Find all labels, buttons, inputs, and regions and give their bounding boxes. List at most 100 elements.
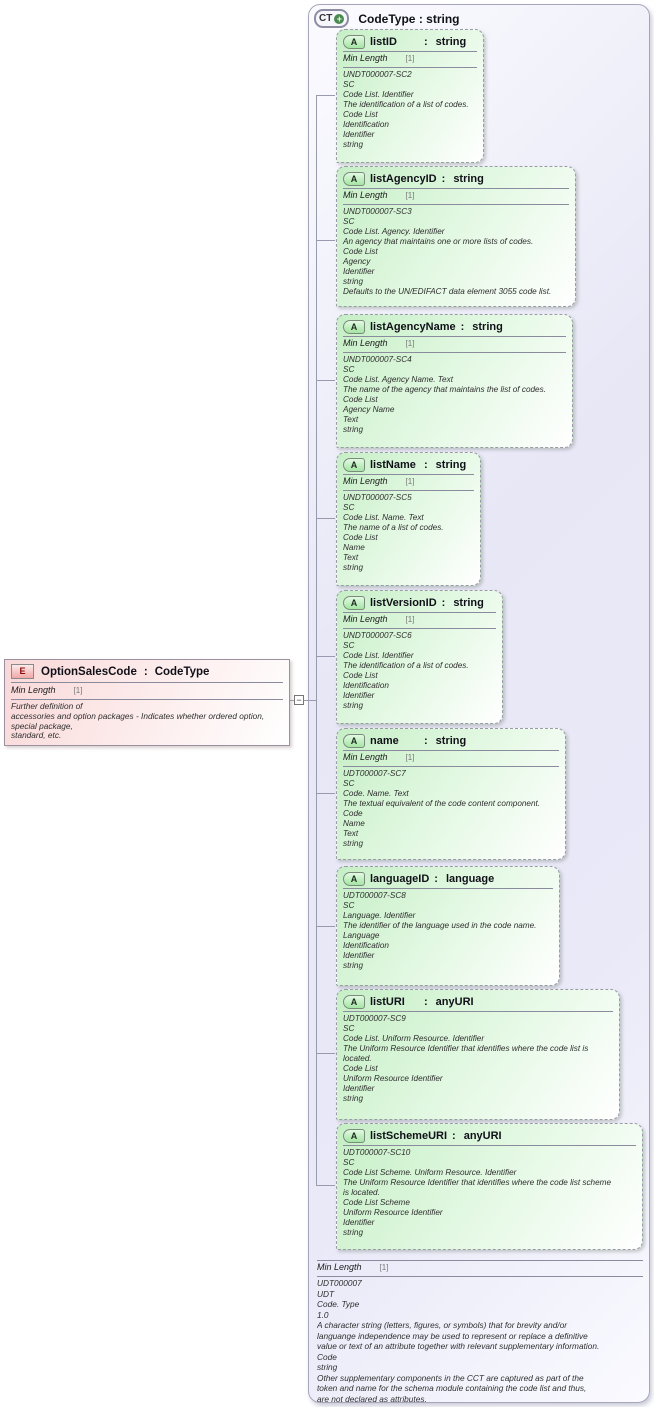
divider bbox=[343, 474, 474, 475]
annotation-line: Code List bbox=[343, 671, 378, 680]
annotation-line: string bbox=[343, 701, 364, 710]
annotation-line: SC bbox=[343, 641, 355, 650]
annotation-line: A character string (letters, figures, or… bbox=[317, 1320, 568, 1330]
attribute-badge: A bbox=[343, 871, 365, 886]
divider bbox=[343, 1011, 613, 1012]
facet-value: [1] bbox=[405, 477, 415, 486]
attribute-box-name[interactable]: A name : string Min Length [1] UDT000007… bbox=[336, 728, 566, 860]
annotation-line: Language. Identifier bbox=[343, 911, 416, 920]
collapse-toggle[interactable]: − bbox=[294, 695, 304, 705]
attribute-name: listAgencyID bbox=[370, 172, 437, 185]
facet-row: Min Length [1] bbox=[343, 614, 496, 626]
tree-connector-line bbox=[316, 656, 335, 657]
complextype-node-codetype[interactable]: CT + CodeType : string A listID : string… bbox=[308, 4, 650, 1404]
attribute-header: A listSchemeURI : anyURI bbox=[343, 1128, 636, 1143]
annotation-line: Further definition of bbox=[11, 701, 83, 711]
annotation-line: Identifier bbox=[343, 1084, 375, 1093]
annotation-line: Code. Type bbox=[317, 1299, 360, 1309]
annotation-line: SC bbox=[343, 80, 355, 89]
annotation-line: The identifier of the language used in t… bbox=[343, 921, 537, 930]
annotation-line: The identification of a list of codes. bbox=[343, 100, 469, 109]
attribute-box-listAgencyName[interactable]: A listAgencyName : string Min Length [1]… bbox=[336, 314, 573, 448]
annotation-line: Uniform Resource Identifier bbox=[343, 1208, 443, 1217]
attribute-name: listID bbox=[370, 35, 397, 48]
annotation-line: SC bbox=[343, 779, 355, 788]
attribute-type: string bbox=[435, 35, 467, 48]
annotation-line: special package, bbox=[11, 720, 73, 731]
annotation-line: Identifier bbox=[343, 130, 375, 139]
attribute-name: listSchemeURI bbox=[370, 1129, 448, 1142]
annotation-line: SC bbox=[343, 901, 355, 910]
type-separator: : bbox=[441, 172, 446, 185]
attribute-badge: A bbox=[343, 595, 365, 610]
attribute-type: string bbox=[453, 596, 484, 609]
attribute-badge: A bbox=[343, 171, 365, 186]
annotation-line: Identifier bbox=[343, 691, 375, 700]
annotation-line: string bbox=[343, 425, 364, 434]
attribute-box-listVersionID[interactable]: A listVersionID : string Min Length [1] … bbox=[336, 590, 503, 724]
annotation-line: Code List bbox=[343, 1064, 378, 1073]
annotation-line: Identifier bbox=[343, 951, 375, 960]
attribute-name: name bbox=[370, 734, 399, 747]
tree-connector-line bbox=[316, 518, 335, 519]
facet-row: Min Length [1] bbox=[343, 476, 474, 488]
annotation-line: languange independence may be used to re… bbox=[317, 1330, 588, 1341]
attribute-badge: A bbox=[343, 733, 365, 748]
facet-value: [1] bbox=[405, 339, 415, 348]
attribute-header: A name : string bbox=[343, 733, 559, 748]
annotation-line: string bbox=[343, 1094, 364, 1103]
annotation-line: string bbox=[317, 1362, 338, 1372]
annotation-line: Code bbox=[317, 1351, 337, 1362]
attribute-box-listName[interactable]: A listName : string Min Length [1] UNDT0… bbox=[336, 452, 481, 586]
type-separator: : bbox=[424, 458, 428, 471]
annotation-line: SC bbox=[343, 365, 355, 374]
tree-connector-line bbox=[316, 240, 335, 241]
annotation-line: SC bbox=[343, 1158, 355, 1167]
annotation-line: SC bbox=[343, 503, 355, 512]
facet-row: Min Length [1] bbox=[317, 1262, 643, 1274]
tree-connector-line bbox=[316, 380, 335, 381]
annotation-line: UNDT000007-SC3 bbox=[343, 207, 412, 216]
annotation-line: UDT000007 bbox=[317, 1278, 362, 1288]
annotation-line: string bbox=[343, 563, 364, 572]
element-badge: E bbox=[11, 664, 34, 679]
facet-value: [1] bbox=[379, 1263, 389, 1272]
divider bbox=[343, 766, 559, 767]
attribute-box-listID[interactable]: A listID : string Min Length [1] UNDT000… bbox=[336, 29, 484, 163]
annotation-line: Agency Name bbox=[343, 405, 395, 414]
tree-connector-line bbox=[316, 926, 335, 927]
annotation-line: Text bbox=[343, 415, 359, 424]
tree-connector-line bbox=[316, 1053, 335, 1054]
divider bbox=[317, 1276, 643, 1277]
facet-label: Min Length bbox=[343, 190, 388, 200]
facet-value: [1] bbox=[73, 686, 83, 695]
element-node-optionsalescode[interactable]: E OptionSalesCode : CodeType Min Length … bbox=[4, 659, 290, 746]
attribute-box-listAgencyID[interactable]: A listAgencyID : string Min Length [1] U… bbox=[336, 166, 576, 307]
annotation-line: Code bbox=[343, 809, 363, 818]
attribute-header: A listID : string bbox=[343, 34, 477, 49]
divider bbox=[343, 612, 496, 613]
annotation-line: The identification of a list of codes. bbox=[343, 661, 469, 670]
facet-row: Min Length [1] bbox=[343, 53, 477, 65]
complextype-name: CodeType bbox=[358, 11, 416, 26]
divider bbox=[343, 1145, 636, 1146]
annotation-line: UNDT000007-SC2 bbox=[343, 70, 412, 79]
annotation-line: The name of a list of codes. bbox=[343, 523, 444, 532]
attribute-header: A listAgencyID : string bbox=[343, 171, 569, 186]
facet-value: [1] bbox=[405, 191, 415, 200]
attribute-badge: A bbox=[343, 34, 365, 49]
complextype-header: CT + CodeType : string bbox=[314, 9, 460, 28]
attribute-type: string bbox=[453, 172, 484, 185]
attribute-header: A listName : string bbox=[343, 457, 474, 472]
attribute-badge: A bbox=[343, 994, 365, 1009]
divider bbox=[11, 682, 283, 683]
divider bbox=[343, 336, 566, 337]
attribute-badge: A bbox=[343, 1128, 365, 1143]
element-header: E OptionSalesCode : CodeType bbox=[11, 663, 283, 680]
